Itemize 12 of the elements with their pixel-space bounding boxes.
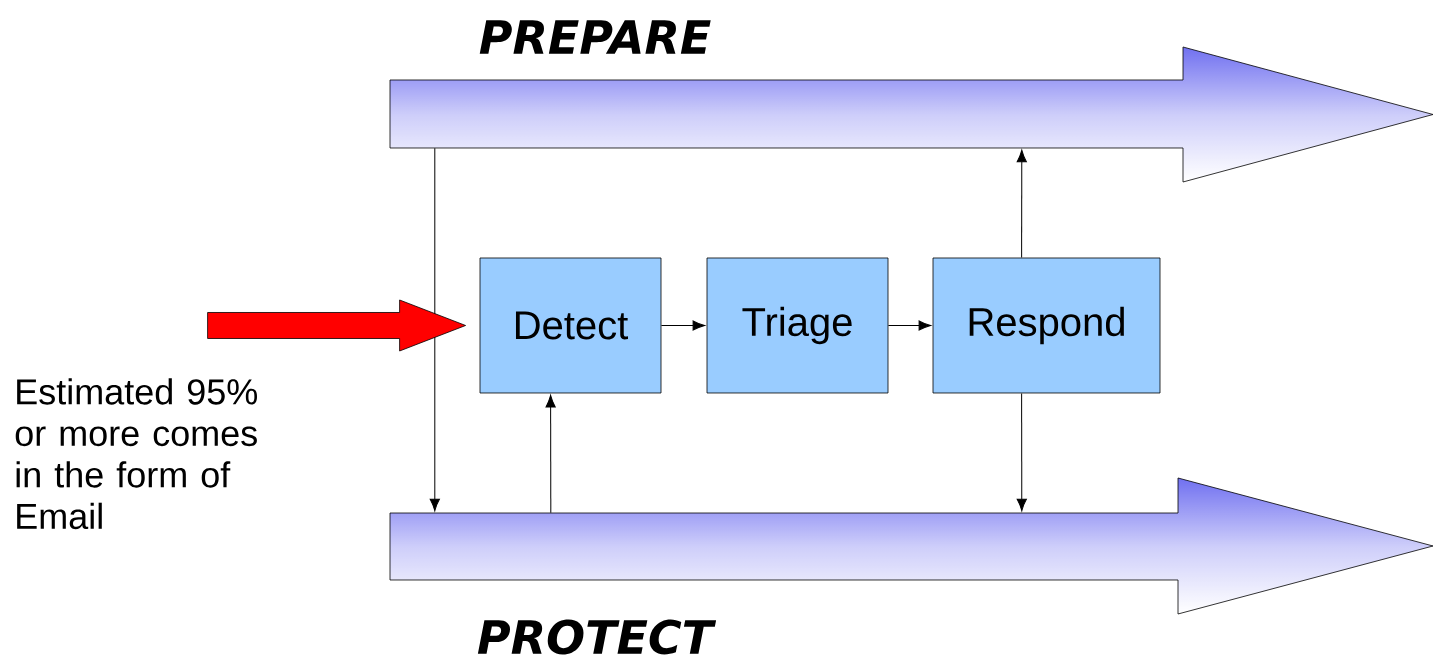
process-box: Triage bbox=[706, 257, 889, 394]
process-box: Respond bbox=[932, 257, 1161, 394]
arrow bbox=[545, 394, 556, 514]
arrow bbox=[887, 320, 932, 331]
node-label: PROTECT bbox=[477, 619, 717, 655]
arrow bbox=[1016, 392, 1027, 512]
process-box: Detect bbox=[479, 257, 662, 394]
arrow bbox=[429, 147, 440, 512]
note-text: Estimated 95% or more comes in the form of Email bbox=[15, 378, 257, 530]
arrow bbox=[1016, 149, 1027, 259]
block-arrow bbox=[207, 299, 466, 352]
arrow bbox=[660, 320, 706, 331]
